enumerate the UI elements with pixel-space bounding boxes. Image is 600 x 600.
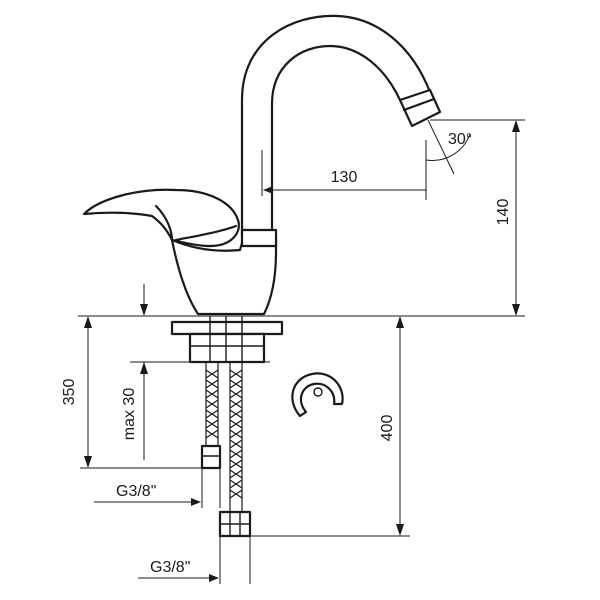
lever-band [154, 204, 174, 242]
supply-hose-right [218, 361, 252, 538]
lever-cap-line [174, 224, 238, 242]
spout-gooseneck [240, 14, 432, 238]
dim350-arrow-bottom [84, 456, 92, 468]
dim400-arrow-bottom [396, 524, 404, 536]
clip-hole [313, 387, 323, 397]
thread-lower-label: G3/8" [150, 559, 190, 576]
faucet-body [170, 234, 278, 316]
spout-height-label: 140 [495, 199, 512, 226]
dim350-label: 350 [61, 379, 78, 406]
horseshoe-clip [291, 372, 344, 418]
dim350-arrow-top [84, 316, 92, 328]
dim400-label: 400 [379, 415, 396, 442]
aerator-ring [402, 97, 436, 112]
max30-arrow-top [140, 304, 148, 316]
height-arrow-bottom [512, 304, 520, 316]
dim400-arrow-top [396, 316, 404, 328]
aerator-tip [398, 88, 442, 128]
mounting-plate [170, 320, 284, 336]
angle-label: 30° [448, 131, 472, 148]
max30-arrow-bottom [140, 362, 148, 374]
reach-label: 130 [331, 169, 358, 186]
angle-ray [427, 119, 455, 175]
lever-handle [82, 188, 240, 248]
height-arrow-top [512, 120, 520, 132]
supply-hose-left [200, 361, 222, 470]
body-collar [240, 228, 278, 248]
spout-gooseneck-inner [270, 44, 402, 238]
max-thickness-label: max 30 [121, 388, 138, 441]
mounting-plate-lower [188, 332, 266, 364]
angle-arc [425, 133, 471, 161]
thread-upper-label: G3/8" [116, 483, 156, 500]
